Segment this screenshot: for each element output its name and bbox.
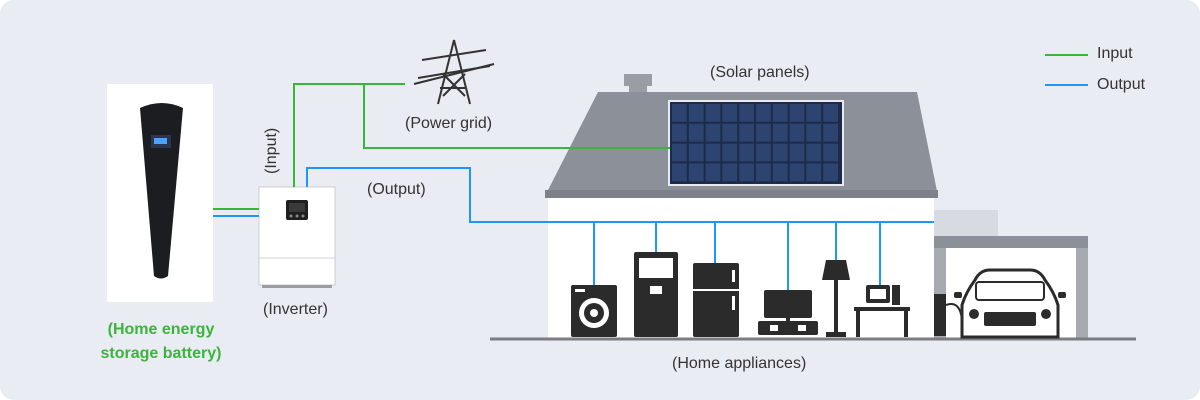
- solar-cell: [806, 143, 822, 162]
- output-label: (Output): [367, 181, 426, 198]
- solar-cell: [756, 163, 771, 182]
- appliances: [571, 252, 1066, 339]
- solar-cell: [688, 143, 704, 162]
- solar-cell: [672, 143, 687, 162]
- solar-cell: [823, 123, 838, 142]
- power-grid-label: (Power grid): [405, 115, 493, 132]
- battery-icon: [107, 84, 213, 302]
- solar-cell: [739, 104, 754, 122]
- solar-cell: [688, 163, 704, 182]
- solar-cell: [672, 123, 687, 142]
- solar-cell: [739, 163, 754, 182]
- solar-cell: [806, 163, 822, 182]
- input-label: (Input): [263, 127, 280, 174]
- refrigerator-icon: [693, 263, 739, 337]
- inverter-label: (Inverter): [263, 301, 328, 318]
- solar-cell: [772, 104, 788, 122]
- solar-cell: [806, 123, 822, 142]
- power-tower-icon: [413, 39, 495, 105]
- solar-cell: [772, 143, 788, 162]
- solar-cell: [789, 143, 805, 162]
- solar-cell: [672, 163, 687, 182]
- solar-panels-label: (Solar panels): [710, 64, 810, 81]
- solar-cell: [705, 104, 721, 122]
- legend-input-label: Input: [1097, 45, 1133, 62]
- solar-cell: [756, 104, 771, 122]
- solar-cell: [705, 143, 721, 162]
- solar-cell: [722, 123, 738, 142]
- solar-cell: [772, 123, 788, 142]
- solar-cell: [756, 143, 771, 162]
- computer-icon: [854, 285, 910, 337]
- home-appliances-label: (Home appliances): [672, 355, 807, 372]
- solar-cell: [823, 163, 838, 182]
- solar-cell: [688, 104, 704, 122]
- solar-cell: [772, 163, 788, 182]
- battery-label: (Home energy storage battery): [71, 318, 251, 366]
- legend-output-label: Output: [1097, 76, 1146, 93]
- solar-cell: [688, 123, 704, 142]
- solar-panel-icon: [668, 100, 844, 186]
- solar-cell: [806, 104, 822, 122]
- input-lines: [213, 83, 670, 210]
- output-lines: [213, 167, 934, 290]
- tower-cooler-icon: [634, 252, 678, 337]
- floor-lamp-icon: [822, 260, 850, 337]
- solar-cell: [705, 123, 721, 142]
- solar-cell: [789, 163, 805, 182]
- solar-cell: [722, 163, 738, 182]
- solar-cell: [789, 104, 805, 122]
- battery-label-line2: storage battery): [100, 345, 222, 362]
- solar-cell: [756, 123, 771, 142]
- battery-label-line1: (Home energy: [107, 321, 215, 338]
- solar-cell: [823, 104, 838, 122]
- solar-cell: [789, 123, 805, 142]
- car-icon: [954, 268, 1066, 339]
- solar-cell: [705, 163, 721, 182]
- inverter-icon: [258, 186, 336, 288]
- solar-cell: [672, 104, 687, 122]
- solar-cell: [739, 143, 754, 162]
- solar-cell: [722, 143, 738, 162]
- solar-cell: [739, 123, 754, 142]
- tv-icon: [758, 290, 818, 335]
- solar-cell: [722, 104, 738, 122]
- solar-cell: [823, 143, 838, 162]
- washing-machine-icon: [571, 285, 617, 337]
